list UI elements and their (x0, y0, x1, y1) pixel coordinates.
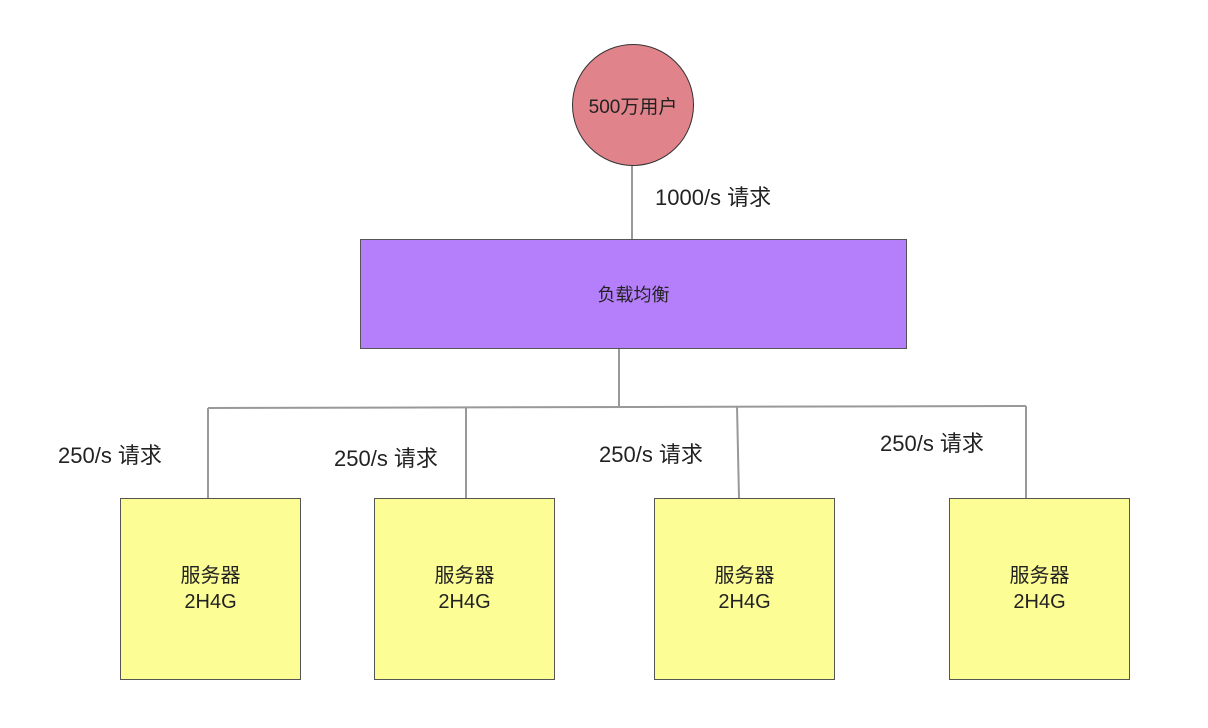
server-node-2: 服务器 2H4G (374, 498, 555, 680)
load-balancer-node: 负载均衡 (360, 239, 907, 349)
server-1-spec: 2H4G (184, 591, 237, 613)
top-edge-label: 1000/s 请求 (655, 185, 772, 210)
server-4-spec: 2H4G (1013, 591, 1066, 613)
server-2-name: 服务器 (434, 565, 495, 587)
server-1-name: 服务器 (180, 565, 241, 587)
server-3-edge-label: 250/s 请求 (599, 442, 703, 467)
users-label: 500万用户 (588, 96, 678, 118)
connector-bus-to-server-3 (736, 405, 740, 499)
server-4-edge-label: 250/s 请求 (880, 431, 984, 456)
users-node: 500万用户 (572, 44, 694, 166)
server-3-name: 服务器 (714, 565, 775, 587)
server-3-spec: 2H4G (718, 591, 771, 613)
server-2-spec: 2H4G (438, 591, 491, 613)
connector-bus (207, 405, 1027, 409)
server-node-4: 服务器 2H4G (949, 498, 1130, 680)
server-node-3: 服务器 2H4G (654, 498, 835, 680)
server-4-name: 服务器 (1009, 565, 1070, 587)
server-1-edge-label: 250/s 请求 (58, 443, 162, 468)
load-balancer-label: 负载均衡 (597, 285, 670, 305)
server-node-1: 服务器 2H4G (120, 498, 301, 680)
server-2-edge-label: 250/s 请求 (334, 446, 438, 471)
